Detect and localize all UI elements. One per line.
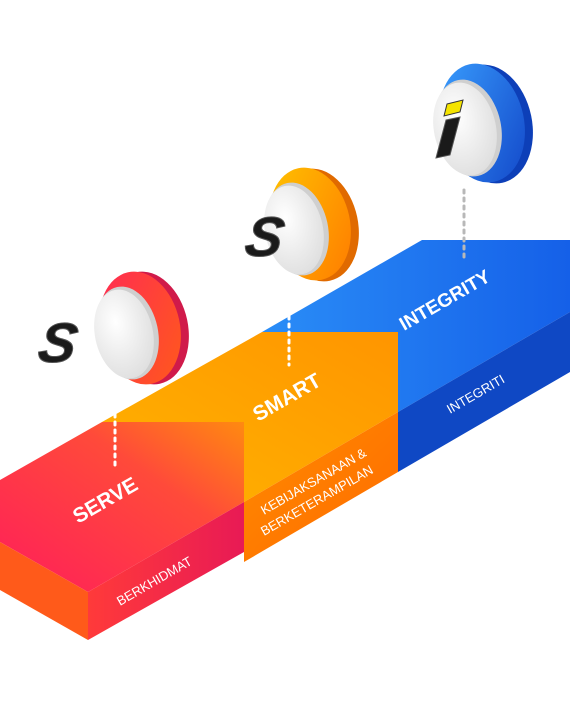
step-smart-block [102,332,398,562]
step-serve-top [0,422,244,592]
integrity-i-dot [443,99,464,117]
step-serve-left-face [0,542,88,640]
step-serve-block [0,422,244,640]
dotted-connectors [113,188,466,472]
serve-s-badge-icon: S [34,271,189,385]
smart-s-badge-icon: S [240,167,359,282]
integrity-i-stem [435,116,461,159]
integrity-i-badge-icon: i [433,63,533,184]
step-integrity-top [262,240,570,412]
step-smart-top [102,332,398,502]
serve-s-letter: S [34,311,83,374]
step-integrity-side [398,312,570,472]
step-integrity-block [262,240,570,472]
step-smart-side [244,412,398,562]
step-serve-front-face [88,502,244,640]
